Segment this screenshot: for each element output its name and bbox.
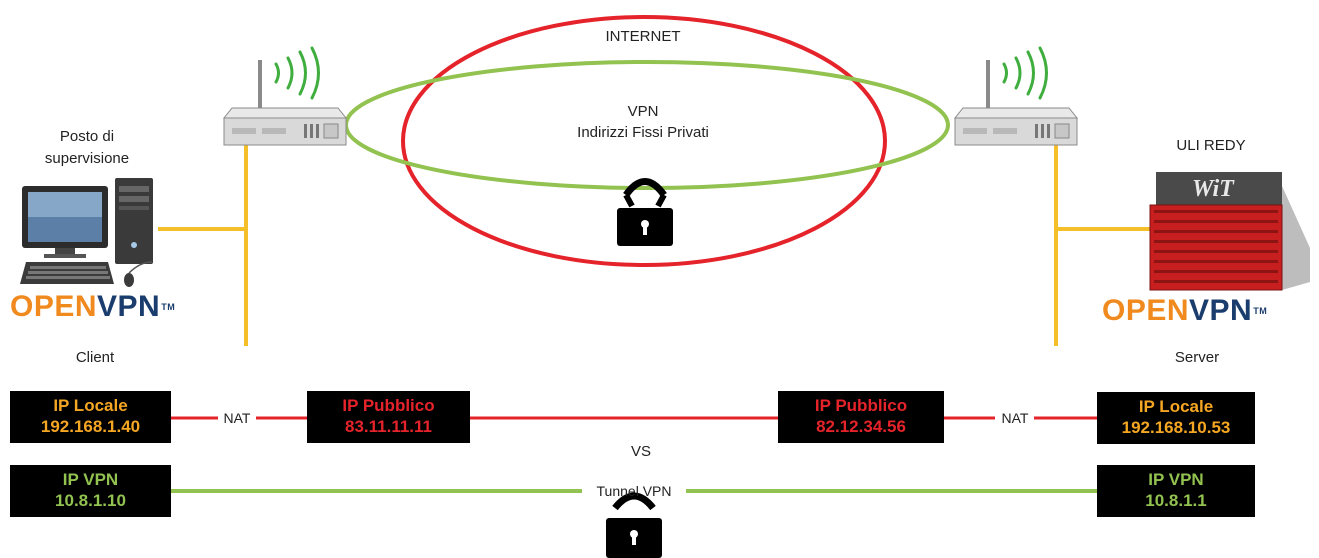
internet-label: INTERNET xyxy=(605,28,681,45)
internet-padlock-icon xyxy=(617,178,673,246)
client-router-icon xyxy=(222,46,348,146)
server-local-ip-value: 192.168.10.53 xyxy=(1121,418,1231,437)
client-local-ip-value: 192.168.1.40 xyxy=(40,417,141,436)
vpn-sublabel: Indirizzi Fissi Privati xyxy=(577,124,709,141)
client-public-ip-box: IP Pubblico 83.11.11.11 xyxy=(307,391,470,443)
server-public-ip-title: IP Pubblico xyxy=(814,396,908,415)
client-vpn-ip-box: IP VPN 10.8.1.10 xyxy=(10,465,171,517)
server-vpn-ip-box: IP VPN 10.8.1.1 xyxy=(1097,465,1255,517)
server-public-ip-value: 82.12.34.56 xyxy=(816,417,906,436)
server-nat-label: NAT xyxy=(1001,410,1029,426)
server-vpn-ip-title: IP VPN xyxy=(1148,470,1204,489)
server-local-ip-box: IP Locale 192.168.10.53 xyxy=(1097,392,1255,444)
client-station-label-line2: supervisione xyxy=(44,150,130,167)
server-local-ip-title: IP Locale xyxy=(1138,397,1214,416)
client-lan-wires xyxy=(158,145,248,346)
internet-ring xyxy=(401,15,887,267)
client-local-ip-box: IP Locale 192.168.1.40 xyxy=(10,391,171,443)
client-vpn-ip-value: 10.8.1.10 xyxy=(55,491,126,510)
client-local-ip-title: IP Locale xyxy=(53,396,128,415)
client-public-ip-value: 83.11.11.11 xyxy=(345,417,432,436)
client-role-label: Client xyxy=(75,349,115,366)
server-vpn-ip-value: 10.8.1.1 xyxy=(1145,491,1207,510)
client-public-ip-title: IP Pubblico xyxy=(342,396,435,415)
server-device-label: ULI REDY xyxy=(1176,137,1246,154)
server-router-icon xyxy=(953,46,1079,146)
server-openvpn-logo: OPENVPNTM xyxy=(1102,294,1268,327)
server-public-ip-box: IP Pubblico 82.12.34.56 xyxy=(778,391,944,443)
client-station-label-line1: Posto di xyxy=(59,128,115,145)
vs-label: VS xyxy=(630,443,652,460)
client-nat-label: NAT xyxy=(223,410,251,426)
server-role-label: Server xyxy=(1174,349,1220,366)
client-computer-icon xyxy=(20,178,153,287)
server-device-brand: WiT xyxy=(1192,176,1234,202)
client-openvpn-logo: OPENVPNTM xyxy=(10,290,176,323)
tunnel-padlock-icon xyxy=(606,492,662,558)
tunnel-label: Tunnel VPN xyxy=(596,483,672,499)
client-vpn-ip-title: IP VPN xyxy=(62,470,119,489)
vpn-label: VPN xyxy=(627,103,659,120)
server-device-icon xyxy=(1149,172,1310,291)
